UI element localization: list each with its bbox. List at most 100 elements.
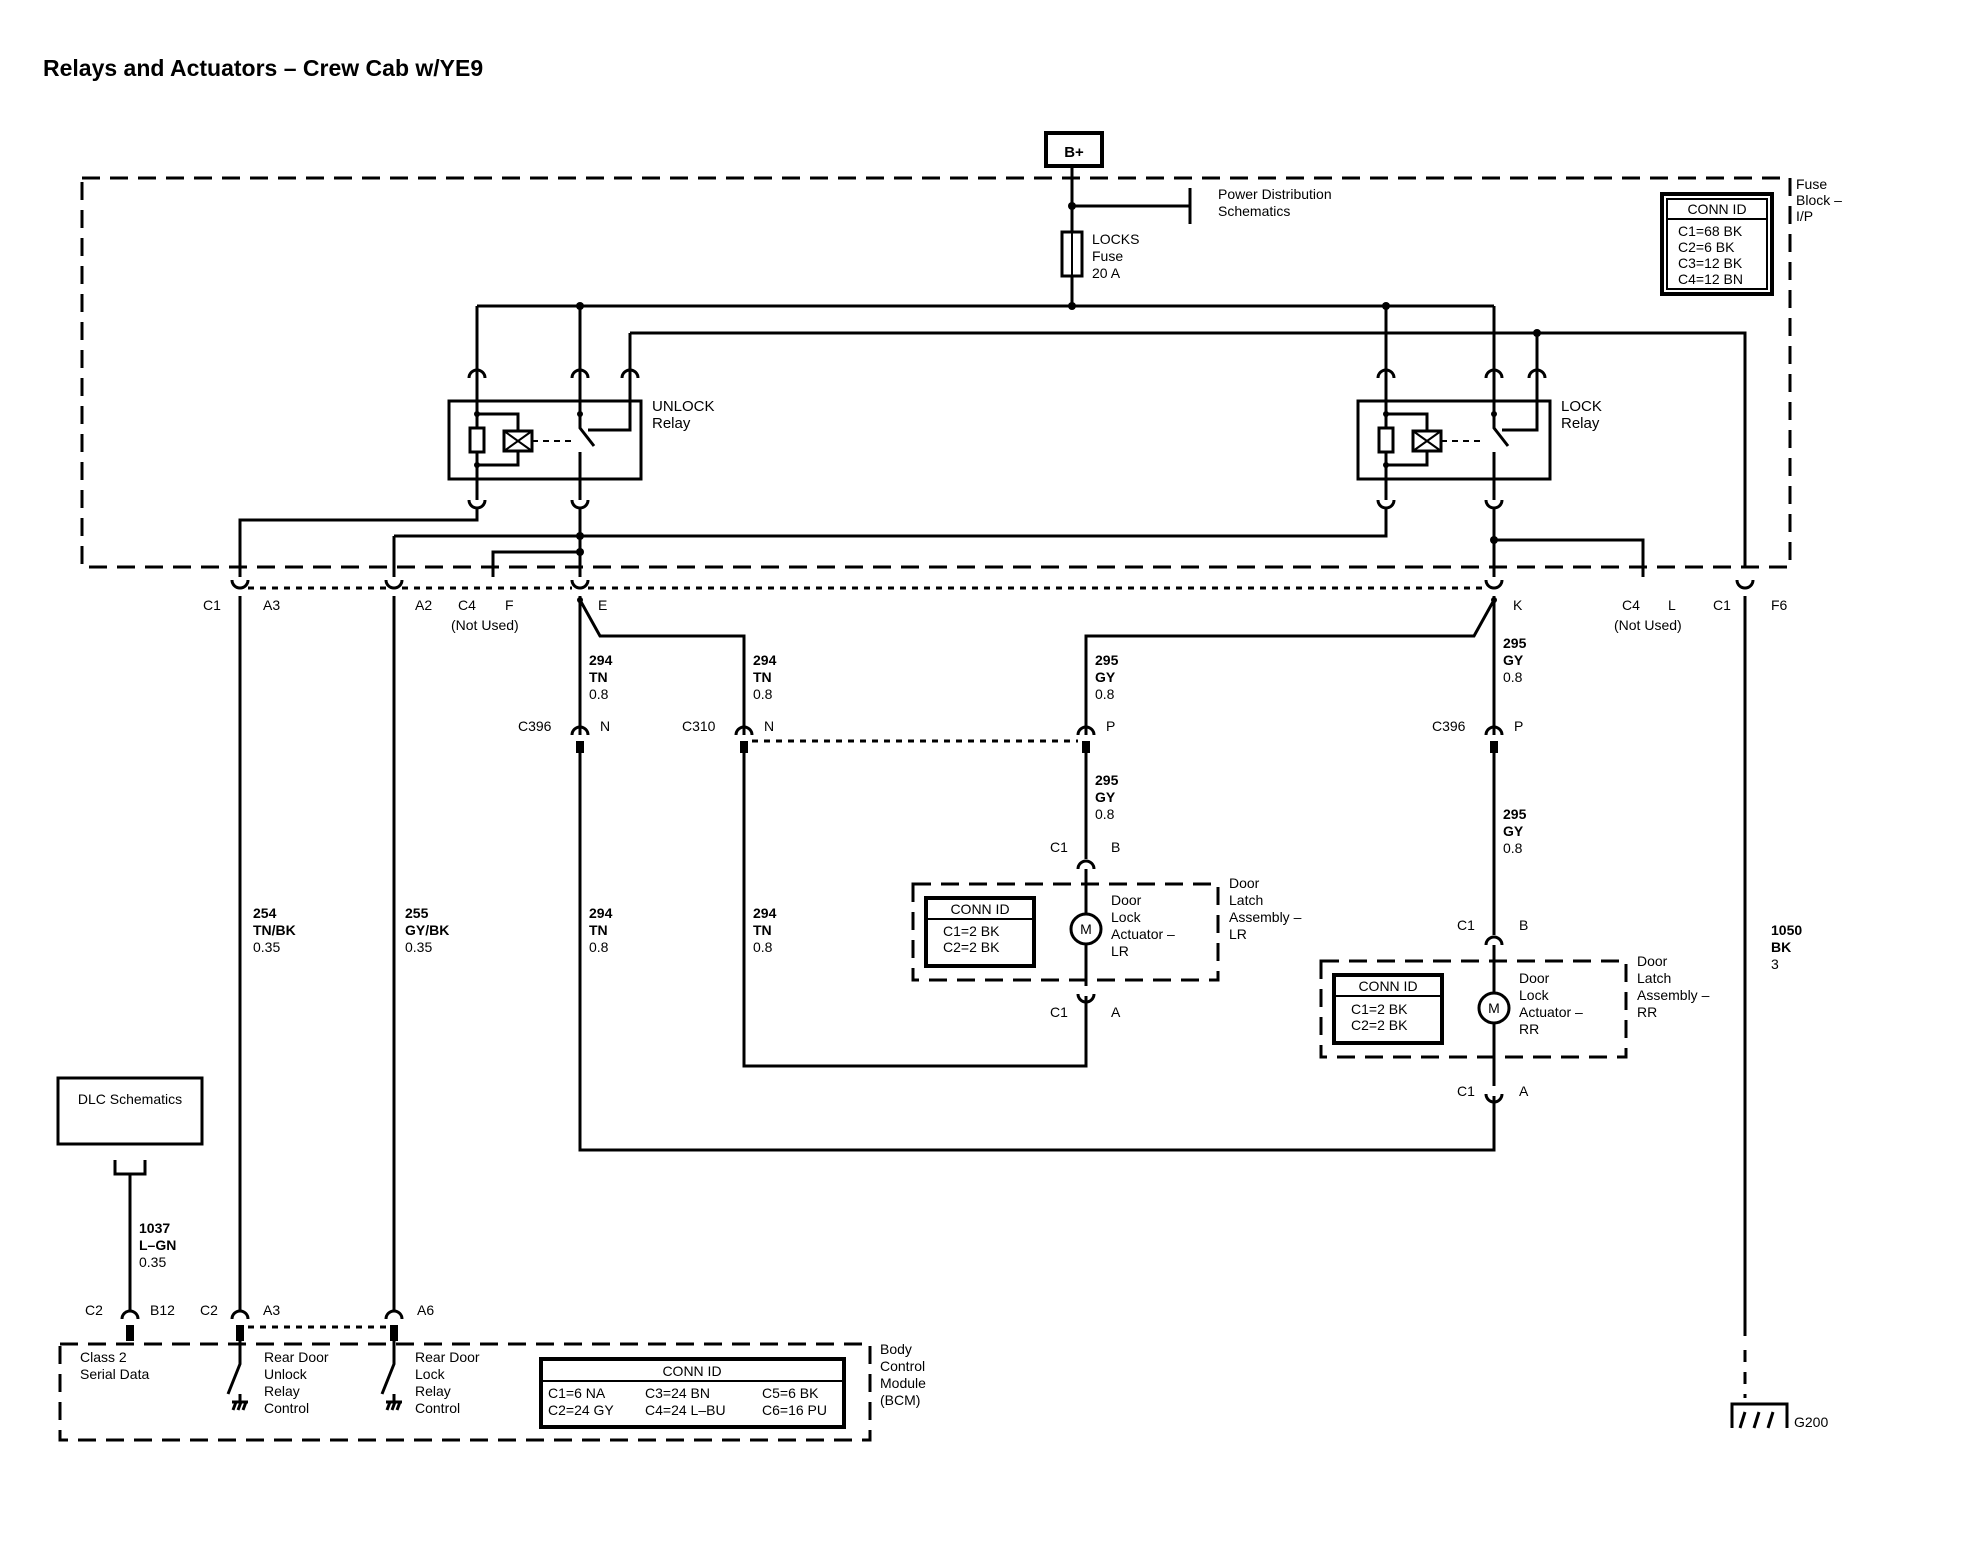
rr-c1-a-conn-label: C1: [1457, 1083, 1475, 1099]
wire-1050-label: 1050 BK 3: [1771, 922, 1802, 972]
ground-hatch: [1738, 1411, 1775, 1429]
lr-c1-b-conn-label: C1: [1050, 839, 1068, 855]
fuse-conn-id-header: CONN ID: [1687, 201, 1746, 217]
w255-color: GY/BK: [405, 922, 449, 938]
lr-c1-a-socket: [1076, 993, 1096, 1004]
wire-255-label: 255 GY/BK 0.35: [405, 905, 449, 955]
c310-p-pin-label: P: [1106, 718, 1115, 734]
c396-n-conn-label: C396: [518, 718, 552, 734]
unlock-control-ground-icon: [231, 1400, 248, 1411]
lock-pin-30-socket: [1484, 368, 1504, 379]
w294b-size: 0.8: [753, 686, 773, 702]
fuse-conn-id-c2: C2=6 BK: [1678, 239, 1735, 255]
ground-label: G200: [1794, 1414, 1828, 1430]
rr-assembly-name-3: Assembly –: [1637, 987, 1710, 1003]
fuse-conn-id-c1: C1=68 BK: [1678, 223, 1743, 239]
w1037-color: L–GN: [139, 1237, 176, 1253]
w295d-size: 0.8: [1503, 840, 1523, 856]
dlc-schematics-box[interactable]: [56, 1076, 204, 1146]
power-splice-dot: [1068, 202, 1076, 210]
wire-294-a-label: 294 TN 0.8: [589, 652, 613, 702]
w254-size: 0.35: [253, 939, 280, 955]
unlock-control-label-3: Relay: [264, 1383, 300, 1399]
k-pin-label: K: [1513, 597, 1523, 613]
lock-pin-87a-socket: [1527, 368, 1547, 379]
bcm-conn-id-c1: C1=6 NA: [548, 1385, 606, 1401]
power-distribution-label-2: Schematics: [1218, 203, 1290, 219]
ground-bracket: [1730, 1402, 1789, 1428]
ground-g200-icon: [1730, 1402, 1789, 1429]
e-pin-label: E: [598, 597, 607, 613]
rr-c1-a-socket: [1484, 1093, 1504, 1104]
bcm-c2-a3-socket: [230, 1309, 250, 1320]
unlock-relay-pins: [475, 378, 632, 500]
unlock-control-label-4: Control: [264, 1400, 309, 1416]
bcm-serial-label-2: Serial Data: [80, 1366, 149, 1382]
rr-actuator-name-1: Door: [1519, 970, 1550, 986]
rr-door-latch-boundary: [1319, 959, 1628, 1059]
bcm-name-1: Body: [880, 1341, 912, 1357]
w295c-size: 0.8: [1095, 806, 1115, 822]
lock-relay-box: [1356, 399, 1552, 481]
wire-295-a-label: 295 GY 0.8: [1095, 652, 1119, 702]
c1-a3-pin-label: A3: [263, 597, 280, 613]
fuse-block-name-3: I/P: [1796, 208, 1813, 224]
lr-conn-id-c2: C2=2 BK: [943, 939, 1000, 955]
rr-motor-label: M: [1488, 1000, 1500, 1016]
unlock-pin-86-socket: [467, 368, 487, 379]
unlock-relay-label-1: UNLOCK: [652, 398, 715, 415]
294-lr-return-wire: [742, 753, 1088, 1068]
lock-switch-contacts: [1492, 401, 1539, 479]
w294b-color: TN: [753, 669, 772, 685]
bcm-ground-bus: [630, 331, 1747, 567]
bcm-name-3: Module: [880, 1375, 926, 1391]
lock-control-label-4: Control: [415, 1400, 460, 1416]
bcm-name-4: (BCM): [880, 1392, 920, 1408]
rr-c1-b-conn-label: C1: [1457, 917, 1475, 933]
w1037-circuit: 1037: [139, 1220, 170, 1236]
fuse-conn-id-c3: C3=12 BK: [1678, 255, 1743, 271]
c4-l-wire: [1494, 538, 1645, 577]
wire-294-b-label: 294 TN 0.8: [753, 652, 777, 702]
c4-l-pin-label: L: [1668, 597, 1676, 613]
c1-f6-pin-label: F6: [1771, 597, 1788, 613]
lock-coil-to-a2-wire: [580, 508, 1388, 538]
lock-coil-cross: [1412, 430, 1442, 452]
lock-control-label-1: Rear Door: [415, 1349, 480, 1365]
dlc-schematics-label: DLC Schematics: [78, 1091, 182, 1107]
c1-f6-conn-label: C1: [1713, 597, 1731, 613]
lr-c1-b-socket: [1076, 859, 1096, 870]
lr-motor-label: M: [1080, 921, 1092, 937]
bcm-conn-id-c2: C2=24 GY: [548, 1402, 614, 1418]
lr-c1-b-pin-label: B: [1111, 839, 1120, 855]
wire-294-c-label: 294 TN 0.8: [589, 905, 613, 955]
bcm-name-2: Control: [880, 1358, 925, 1374]
c4-f-wire: [491, 550, 580, 577]
unlock-coil-cross: [503, 430, 533, 452]
w294c-color: TN: [589, 922, 608, 938]
unlock-control-label-1: Rear Door: [264, 1349, 329, 1365]
w1037-size: 0.35: [139, 1254, 166, 1270]
lr-assembly-name-2: Latch: [1229, 892, 1263, 908]
unlock-control-switch: [226, 1341, 242, 1402]
lr-conn-id-header: CONN ID: [950, 901, 1009, 917]
fuse-label-3: 20 A: [1092, 265, 1121, 281]
w294c-size: 0.8: [589, 939, 609, 955]
lr-c1-a-conn-label: C1: [1050, 1004, 1068, 1020]
c4-l-conn-label: C4: [1622, 597, 1640, 613]
unlock-pin-85-socket: [467, 499, 487, 510]
unlock-relay-box: [447, 399, 643, 481]
unlock-switch-contacts: [578, 401, 632, 479]
w295a-size: 0.8: [1095, 686, 1115, 702]
wire-294-d-label: 294 TN 0.8: [753, 905, 777, 955]
wire-295-c-label: 295 GY 0.8: [1095, 772, 1119, 822]
w1050-size: 3: [1771, 956, 1779, 972]
unlock-pin-87a-socket: [620, 368, 640, 379]
bcm-c2-a3-pin-label: A3: [263, 1302, 280, 1318]
lock-pin-86-socket: [1376, 368, 1396, 379]
c310-n-pin: [740, 741, 748, 753]
lock-control-switch: [380, 1341, 396, 1402]
wire-295-d-label: 295 GY 0.8: [1503, 806, 1527, 856]
rr-c1-b-socket: [1484, 935, 1504, 946]
bcm-conn-id-table: CONN ID C1=6 NA C3=24 BN C5=6 BK C2=24 G…: [539, 1357, 846, 1429]
